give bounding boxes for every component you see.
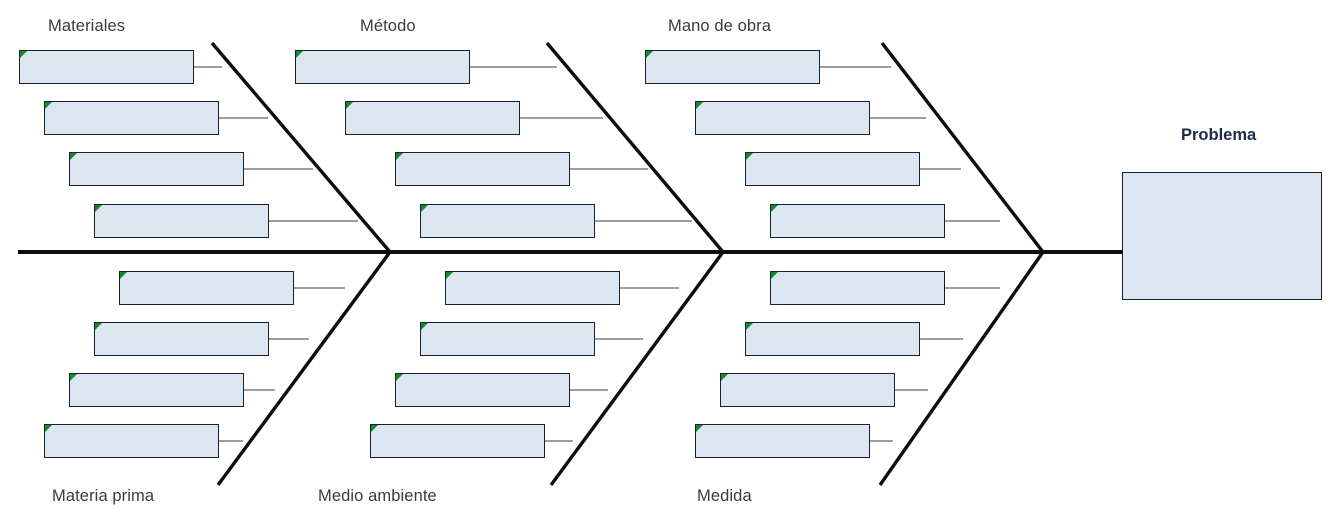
comment-flag-icon: [70, 374, 77, 381]
cause-box-text: [296, 51, 469, 59]
cause-box-medio-ambiente-1[interactable]: [445, 271, 620, 305]
cause-box-materia-prima-1[interactable]: [119, 271, 294, 305]
comment-flag-icon: [371, 425, 378, 432]
category-label-medio-ambiente[interactable]: Medio ambiente: [318, 487, 437, 505]
cause-box-text: [45, 102, 218, 110]
comment-flag-icon: [696, 102, 703, 109]
category-label-medida[interactable]: Medida: [697, 487, 752, 505]
cause-box-text: [371, 425, 544, 433]
cause-box-text: [696, 425, 869, 433]
comment-flag-icon: [721, 374, 728, 381]
comment-flag-icon: [396, 153, 403, 160]
cause-box-medio-ambiente-3[interactable]: [395, 373, 570, 407]
cause-box-mano-de-obra-1[interactable]: [645, 50, 820, 84]
cause-box-text: [771, 205, 944, 213]
cause-box-text: [721, 374, 894, 382]
comment-flag-icon: [746, 153, 753, 160]
cause-box-materia-prima-4[interactable]: [44, 424, 219, 458]
cause-box-text: [746, 323, 919, 331]
cause-box-materiales-2[interactable]: [44, 101, 219, 135]
cause-box-medida-1[interactable]: [770, 271, 945, 305]
comment-flag-icon: [771, 205, 778, 212]
problem-box-text: [1123, 173, 1321, 185]
cause-box-metodo-4[interactable]: [420, 204, 595, 238]
comment-flag-icon: [296, 51, 303, 58]
cause-box-medida-3[interactable]: [720, 373, 895, 407]
cause-box-text: [696, 102, 869, 110]
cause-box-text: [396, 374, 569, 382]
cause-box-medio-ambiente-2[interactable]: [420, 322, 595, 356]
cause-box-text: [95, 205, 268, 213]
problem-box[interactable]: [1122, 172, 1322, 300]
comment-flag-icon: [421, 323, 428, 330]
comment-flag-icon: [95, 205, 102, 212]
comment-flag-icon: [446, 272, 453, 279]
cause-box-text: [95, 323, 268, 331]
comment-flag-icon: [120, 272, 127, 279]
cause-box-metodo-3[interactable]: [395, 152, 570, 186]
cause-box-text: [446, 272, 619, 280]
comment-flag-icon: [45, 425, 52, 432]
cause-box-materiales-3[interactable]: [69, 152, 244, 186]
main-bone-layer: [210, 41, 1045, 487]
cause-box-text: [120, 272, 293, 280]
cause-box-materiales-4[interactable]: [94, 204, 269, 238]
cause-box-materiales-1[interactable]: [19, 50, 194, 84]
cause-box-mano-de-obra-3[interactable]: [745, 152, 920, 186]
cause-box-materia-prima-3[interactable]: [69, 373, 244, 407]
category-label-materia-prima[interactable]: Materia prima: [52, 487, 155, 505]
cause-box-text: [346, 102, 519, 110]
comment-flag-icon: [646, 51, 653, 58]
comment-flag-icon: [771, 272, 778, 279]
comment-flag-icon: [696, 425, 703, 432]
cause-box-metodo-1[interactable]: [295, 50, 470, 84]
comment-flag-icon: [396, 374, 403, 381]
comment-flag-icon: [20, 51, 27, 58]
cause-box-medida-4[interactable]: [695, 424, 870, 458]
cause-box-text: [746, 153, 919, 161]
cause-box-text: [70, 153, 243, 161]
cause-box-metodo-2[interactable]: [345, 101, 520, 135]
comment-flag-icon: [70, 153, 77, 160]
cause-box-medio-ambiente-4[interactable]: [370, 424, 545, 458]
cause-box-text: [45, 425, 218, 433]
problem-title: Problema: [1181, 126, 1257, 144]
cause-box-medida-2[interactable]: [745, 322, 920, 356]
category-label-materiales[interactable]: Materiales: [48, 17, 126, 35]
cause-box-text: [646, 51, 819, 59]
cause-box-text: [421, 323, 594, 331]
cause-box-text: [20, 51, 193, 59]
comment-flag-icon: [421, 205, 428, 212]
comment-flag-icon: [346, 102, 353, 109]
cause-box-mano-de-obra-2[interactable]: [695, 101, 870, 135]
cause-box-materia-prima-2[interactable]: [94, 322, 269, 356]
category-label-metodo[interactable]: Método: [360, 17, 416, 35]
comment-flag-icon: [95, 323, 102, 330]
cause-box-mano-de-obra-4[interactable]: [770, 204, 945, 238]
cause-box-text: [771, 272, 944, 280]
comment-flag-icon: [746, 323, 753, 330]
cause-box-text: [70, 374, 243, 382]
comment-flag-icon: [45, 102, 52, 109]
cause-box-text: [396, 153, 569, 161]
category-label-mano-de-obra[interactable]: Mano de obra: [668, 17, 772, 35]
cause-box-text: [421, 205, 594, 213]
